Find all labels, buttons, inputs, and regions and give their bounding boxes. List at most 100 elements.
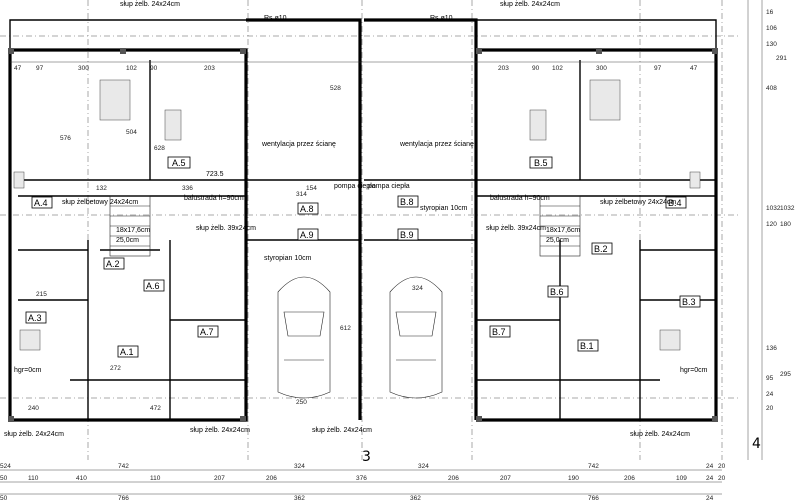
dim-b2-1: 110 bbox=[28, 475, 39, 482]
note-slup-39-left: słup żelb. 39x24cm bbox=[196, 225, 256, 232]
room-label-b2: B.2 bbox=[594, 244, 608, 254]
room-label-a9: A.9 bbox=[300, 230, 314, 240]
dimension-lines bbox=[0, 0, 763, 495]
note-wentylacja-left: wentylacja przez ścianę bbox=[261, 141, 336, 148]
dim-top-10: 97 bbox=[654, 65, 662, 72]
note-slup-bottom-mid-left: słup żelb. 24x24cm bbox=[190, 427, 250, 434]
dim-top-1: 97 bbox=[36, 65, 44, 72]
dim-misc-472: 472 bbox=[150, 405, 161, 412]
dim-b3-5: 24 bbox=[706, 495, 714, 502]
dim-b1-6: 20 bbox=[718, 463, 726, 470]
dim-top-7: 90 bbox=[532, 65, 540, 72]
dim-b1-2: 324 bbox=[294, 463, 305, 470]
dim-misc-612: 612 bbox=[340, 325, 351, 332]
dim-b2-5: 206 bbox=[266, 475, 277, 482]
dim-b1-0: 524 bbox=[0, 463, 11, 470]
dim-b2-3: 110 bbox=[150, 475, 161, 482]
dim-top-4: 90 bbox=[150, 65, 158, 72]
dim-right-6: 120 bbox=[766, 221, 777, 228]
room-label-b5: B.5 bbox=[534, 158, 548, 168]
dim-b2-0: 50 bbox=[0, 475, 8, 482]
dim-b2-10: 206 bbox=[624, 475, 635, 482]
note-slup-39-right: słup żelb. 39x24cm bbox=[486, 225, 546, 232]
car-right bbox=[389, 276, 443, 399]
room-label-b9: B.9 bbox=[400, 230, 414, 240]
dim-b2-13: 20 bbox=[718, 475, 726, 482]
dim-b1-3: 324 bbox=[418, 463, 429, 470]
dim-b2-6: 376 bbox=[356, 475, 367, 482]
room-labels-left: A.5 A.4 A.2 A.3 A.6 A.7 A.1 A.8 A.9 bbox=[25, 156, 319, 358]
dim-right-9: 295 bbox=[780, 371, 791, 378]
dim-top-8: 102 bbox=[552, 65, 563, 72]
axis-label-3: 3 bbox=[362, 449, 371, 465]
note-rs-right: Rs ø10 bbox=[430, 15, 453, 22]
dim-right-7: 1032 bbox=[780, 205, 795, 212]
dim-b3-3: 362 bbox=[410, 495, 421, 502]
note-slup-zelbetowy-left: słup żelbetowy 24x24cm bbox=[62, 199, 138, 206]
note-hgr-left: hgr=0cm bbox=[14, 367, 42, 374]
room-label-b1: B.1 bbox=[580, 341, 594, 351]
room-label-b3: B.3 bbox=[682, 297, 696, 307]
dim-b2-12: 24 bbox=[706, 475, 714, 482]
note-area: 723.5 bbox=[206, 171, 224, 178]
note-slup-bottom-right: słup żelb. 24x24cm bbox=[630, 431, 690, 438]
room-label-a6: A.6 bbox=[146, 281, 160, 291]
dim-right-2: 130 bbox=[766, 41, 777, 48]
dim-b3-0: 50 bbox=[0, 495, 8, 502]
note-stairs-left: 18x17,6cm bbox=[116, 227, 150, 234]
furniture bbox=[13, 79, 701, 351]
note-slup-top-left: słup żelb. 24x24cm bbox=[120, 1, 180, 8]
garage-walls bbox=[246, 18, 478, 420]
note-slup-bottom-left: słup żelb. 24x24cm bbox=[4, 431, 64, 438]
dim-b2-9: 190 bbox=[568, 475, 579, 482]
dim-b3-2: 362 bbox=[294, 495, 305, 502]
note-slup-top-right: słup żelb. 24x24cm bbox=[500, 1, 560, 8]
dim-top-9: 300 bbox=[596, 65, 607, 72]
stairs-right bbox=[539, 195, 581, 257]
note-balustrada-left: balustrada h=90cm bbox=[184, 195, 244, 202]
room-label-b6: B.6 bbox=[550, 287, 564, 297]
dim-b2-11: 109 bbox=[676, 475, 687, 482]
room-label-b4: B.4 bbox=[668, 198, 682, 208]
note-rs-left: Rs ø10 bbox=[264, 15, 287, 22]
room-label-a5: A.5 bbox=[172, 158, 186, 168]
room-label-a1: A.1 bbox=[120, 347, 134, 357]
note-balustrada-right: balustrada h=90cm bbox=[490, 195, 550, 202]
note-hgr-right: hgr=0cm bbox=[680, 367, 708, 374]
dim-right-3: 291 bbox=[776, 55, 787, 62]
dim-misc-250: 250 bbox=[296, 399, 307, 406]
dim-misc-528: 528 bbox=[330, 85, 341, 92]
note-styropian-left: styropian 10cm bbox=[264, 255, 312, 262]
note-pompa-ciepla-left: pompa ciepła bbox=[334, 183, 376, 190]
dim-b2-7: 206 bbox=[448, 475, 459, 482]
note-wentylacja-right: wentylacja przez ścianę bbox=[399, 141, 474, 148]
note-pompa-ciepla-right: pompa ciepła bbox=[368, 183, 410, 190]
dim-b2-2: 410 bbox=[76, 475, 87, 482]
note-styropian-right: styropian 10cm bbox=[420, 205, 468, 212]
dim-b3-1: 766 bbox=[118, 495, 129, 502]
room-label-a7: A.7 bbox=[200, 327, 214, 337]
dim-b3-4: 766 bbox=[588, 495, 599, 502]
dim-right-8: 180 bbox=[780, 221, 791, 228]
note-stairs-width-right: 25,0cm bbox=[546, 237, 569, 244]
dim-b1-4: 742 bbox=[588, 463, 599, 470]
dim-misc-132: 132 bbox=[96, 185, 107, 192]
note-slup-bottom-mid-right: słup żelb. 24x24cm bbox=[312, 427, 372, 434]
dim-misc-576: 576 bbox=[60, 135, 71, 142]
dim-right-4: 408 bbox=[766, 85, 777, 92]
dim-top-0: 47 bbox=[14, 65, 22, 72]
note-slup-zelbetowy-right: słup żelbetowy 24x24cm bbox=[600, 199, 676, 206]
room-label-b7: B.7 bbox=[492, 327, 506, 337]
dim-misc-272: 272 bbox=[110, 365, 121, 372]
dim-misc-324: 324 bbox=[412, 285, 423, 292]
dim-misc-628: 628 bbox=[154, 145, 165, 152]
dimension-numbers: 524 742 324 324 742 24 20 50 110 410 110… bbox=[0, 9, 795, 502]
dim-right-0: 16 bbox=[766, 9, 774, 16]
dim-top-3: 102 bbox=[126, 65, 137, 72]
dim-misc-154: 154 bbox=[306, 185, 317, 192]
dim-top-6: 203 bbox=[498, 65, 509, 72]
dim-top-2: 300 bbox=[78, 65, 89, 72]
dim-misc-314: 314 bbox=[296, 191, 307, 198]
dim-right-10: 136 bbox=[766, 345, 777, 352]
